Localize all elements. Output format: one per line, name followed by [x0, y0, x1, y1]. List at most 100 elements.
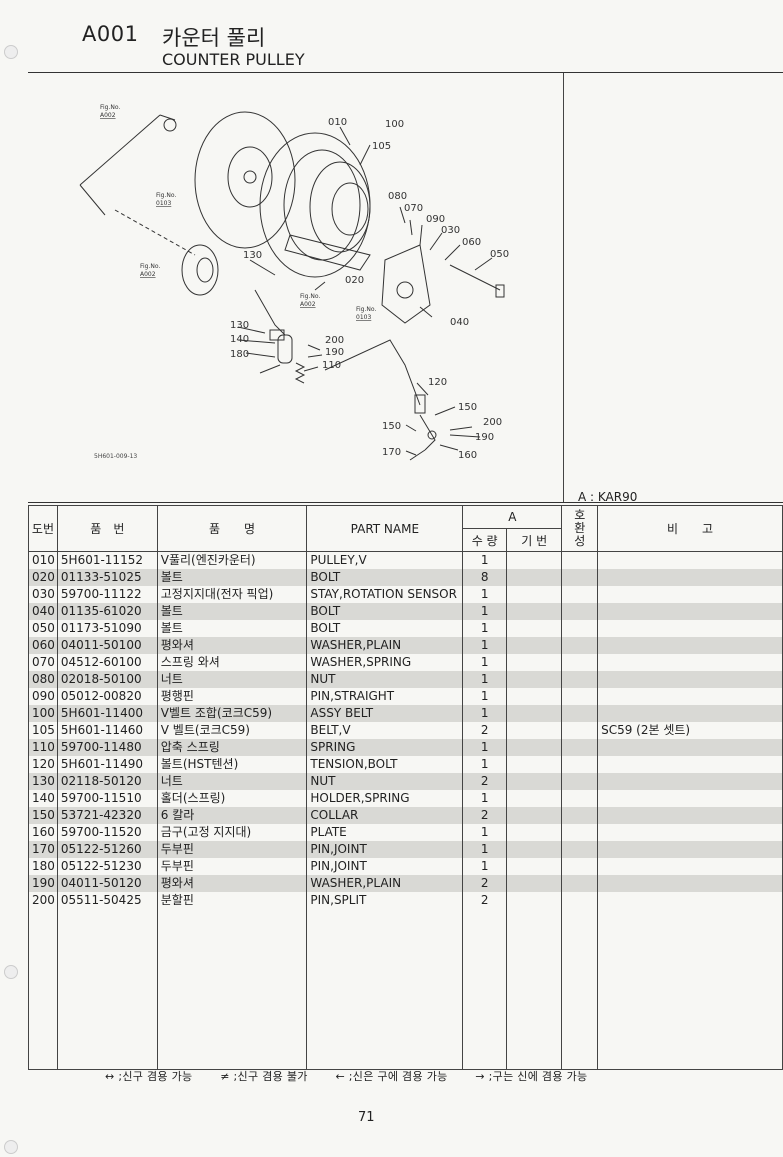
empty-cell — [505, 909, 563, 1070]
cell-part-name: PIN,STRAIGHT — [306, 688, 464, 705]
legend-item: ≠ ;신구 겸용 불가 — [220, 1070, 308, 1083]
cell-remarks — [597, 756, 783, 773]
svg-text:190: 190 — [475, 432, 494, 443]
cell-remarks — [597, 841, 783, 858]
cell-drawing-no: 105 — [28, 722, 58, 739]
cell-quantity: 1 — [462, 551, 507, 569]
cell-drawing-no: 010 — [28, 551, 58, 569]
svg-text:Fig.No.: Fig.No. — [100, 104, 120, 111]
empty-cell — [462, 909, 507, 1070]
header-part-number: 품 번 — [56, 505, 158, 552]
header-base-number: 기 번 — [505, 528, 563, 552]
cell-interchange — [561, 620, 599, 637]
cell-quantity: 1 — [462, 756, 507, 773]
cell-base-number — [505, 773, 563, 790]
cell-name-korean: 너트 — [156, 773, 308, 790]
cell-part-number: 5H601-11152 — [56, 551, 158, 569]
svg-text:Fig.No.: Fig.No. — [356, 306, 376, 313]
cell-part-number: 59700-11480 — [56, 739, 158, 756]
svg-text:050: 050 — [490, 249, 509, 260]
cell-name-korean: 평와셔 — [156, 637, 308, 654]
svg-text:100: 100 — [385, 119, 404, 130]
cell-base-number — [505, 722, 563, 739]
cell-part-number: 5H601-11490 — [56, 756, 158, 773]
exploded-parts-diagram: Fig.No.A002 Fig.No.0103 Fig.No.A002 Fig.… — [79, 104, 509, 461]
cell-part-name: BOLT — [306, 603, 464, 620]
cell-base-number — [505, 586, 563, 603]
cell-remarks — [597, 586, 783, 603]
cell-name-korean: 6 칼라 — [156, 807, 308, 824]
svg-text:150: 150 — [458, 402, 477, 413]
cell-interchange — [561, 773, 599, 790]
svg-text:120: 120 — [428, 377, 447, 388]
cell-interchange — [561, 858, 599, 875]
cell-part-number: 5H601-11460 — [56, 722, 158, 739]
cell-interchange — [561, 671, 599, 688]
svg-text:A002: A002 — [140, 271, 156, 278]
svg-text:130: 130 — [243, 250, 262, 261]
cell-remarks — [597, 807, 783, 824]
svg-text:Fig.No.: Fig.No. — [156, 192, 176, 199]
cell-base-number — [505, 688, 563, 705]
cell-drawing-no: 150 — [28, 807, 58, 824]
pulley-body — [259, 132, 371, 278]
cell-drawing-no: 140 — [28, 790, 58, 807]
table-filler-row — [28, 909, 783, 1070]
cell-remarks — [597, 875, 783, 892]
cell-part-name: WASHER,PLAIN — [306, 637, 464, 654]
cell-base-number — [505, 739, 563, 756]
header-quantity: 수 량 — [462, 528, 507, 552]
header-model-group: A — [462, 505, 563, 529]
cell-part-number: 04011-50120 — [56, 875, 158, 892]
cell-interchange — [561, 807, 599, 824]
cell-quantity: 1 — [462, 824, 507, 841]
svg-text:Fig.No.: Fig.No. — [300, 293, 320, 300]
model-label: A : KAR90 — [578, 490, 638, 504]
header-remarks: 비 고 — [597, 505, 783, 552]
cell-interchange — [561, 739, 599, 756]
cell-part-name: WASHER,SPRING — [306, 654, 464, 671]
header-name-korean: 품 명 — [156, 505, 308, 552]
cell-interchange — [561, 603, 599, 620]
cell-base-number — [505, 551, 563, 569]
page-number: 71 — [358, 1110, 375, 1125]
parts-table: 도번 품 번 품 명 PART NAME A 호 환 성 비 고 수 량 기 번… — [28, 505, 783, 1070]
cell-name-korean: 홀더(스프링) — [156, 790, 308, 807]
cell-quantity: 2 — [462, 892, 507, 909]
cell-base-number — [505, 671, 563, 688]
cell-part-name: PLATE — [306, 824, 464, 841]
cell-part-number: 59700-11510 — [56, 790, 158, 807]
cell-interchange — [561, 824, 599, 841]
cell-quantity: 1 — [462, 858, 507, 875]
cell-name-korean: 볼트 — [156, 620, 308, 637]
cell-interchange — [561, 569, 599, 586]
cell-name-korean: 금구(고정 지지대) — [156, 824, 308, 841]
cell-part-number: 5H601-11400 — [56, 705, 158, 722]
cell-base-number — [505, 705, 563, 722]
cell-part-name: BOLT — [306, 620, 464, 637]
cell-drawing-no: 090 — [28, 688, 58, 705]
cell-part-number: 01135-61020 — [56, 603, 158, 620]
svg-text:080: 080 — [388, 191, 407, 202]
cell-interchange — [561, 892, 599, 909]
cell-part-number: 05122-51230 — [56, 858, 158, 875]
cell-name-korean: 평와셔 — [156, 875, 308, 892]
cell-name-korean: 스프링 와셔 — [156, 654, 308, 671]
cell-interchange — [561, 637, 599, 654]
cell-drawing-no: 170 — [28, 841, 58, 858]
cell-base-number — [505, 620, 563, 637]
cell-part-name: WASHER,PLAIN — [306, 875, 464, 892]
cell-base-number — [505, 824, 563, 841]
cell-base-number — [505, 892, 563, 909]
legend-item: ↔ ;신구 겸용 가능 — [105, 1070, 193, 1083]
header-part-name: PART NAME — [306, 505, 464, 552]
cell-remarks — [597, 551, 783, 569]
